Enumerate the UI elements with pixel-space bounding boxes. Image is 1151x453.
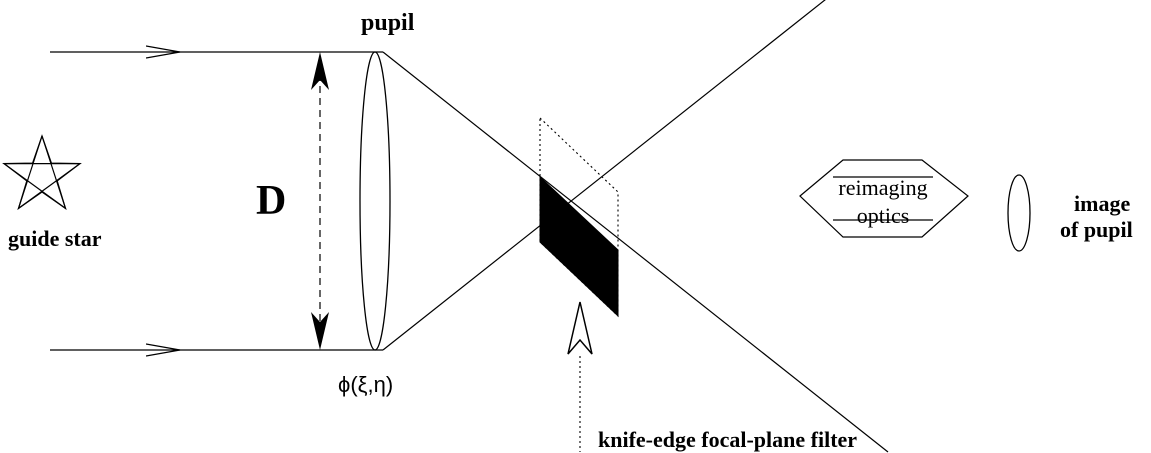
ray-upper-to-lower: [382, 51, 889, 453]
image-of-pupil-label-line2: of pupil: [1060, 217, 1133, 242]
diameter-arrowhead-top: [311, 52, 329, 90]
diameter-arrowhead-bottom: [311, 312, 329, 350]
reimaging-optics-icon: [799, 159, 969, 238]
reimaging-label-line2: optics: [857, 203, 910, 228]
filter-pointer-arrow-icon: [567, 301, 593, 355]
guide-star-inner-lines: [2, 135, 82, 210]
pupil-label: pupil: [361, 10, 415, 36]
image-of-pupil-label-line1: image: [1074, 191, 1130, 216]
knife-edge-blade: [539, 175, 619, 318]
pupil-lens: [359, 51, 391, 351]
ray-lower-to-upper: [382, 0, 826, 351]
image-of-pupil-ellipse: [1007, 174, 1031, 252]
phase-label: ϕ(ξ,η): [338, 372, 393, 397]
reimaging-label-line1: reimaging: [838, 175, 927, 200]
filter-label: knife-edge focal-plane filter: [598, 427, 857, 452]
diameter-label: D: [256, 178, 286, 224]
guide-star-label: guide star: [8, 226, 102, 251]
